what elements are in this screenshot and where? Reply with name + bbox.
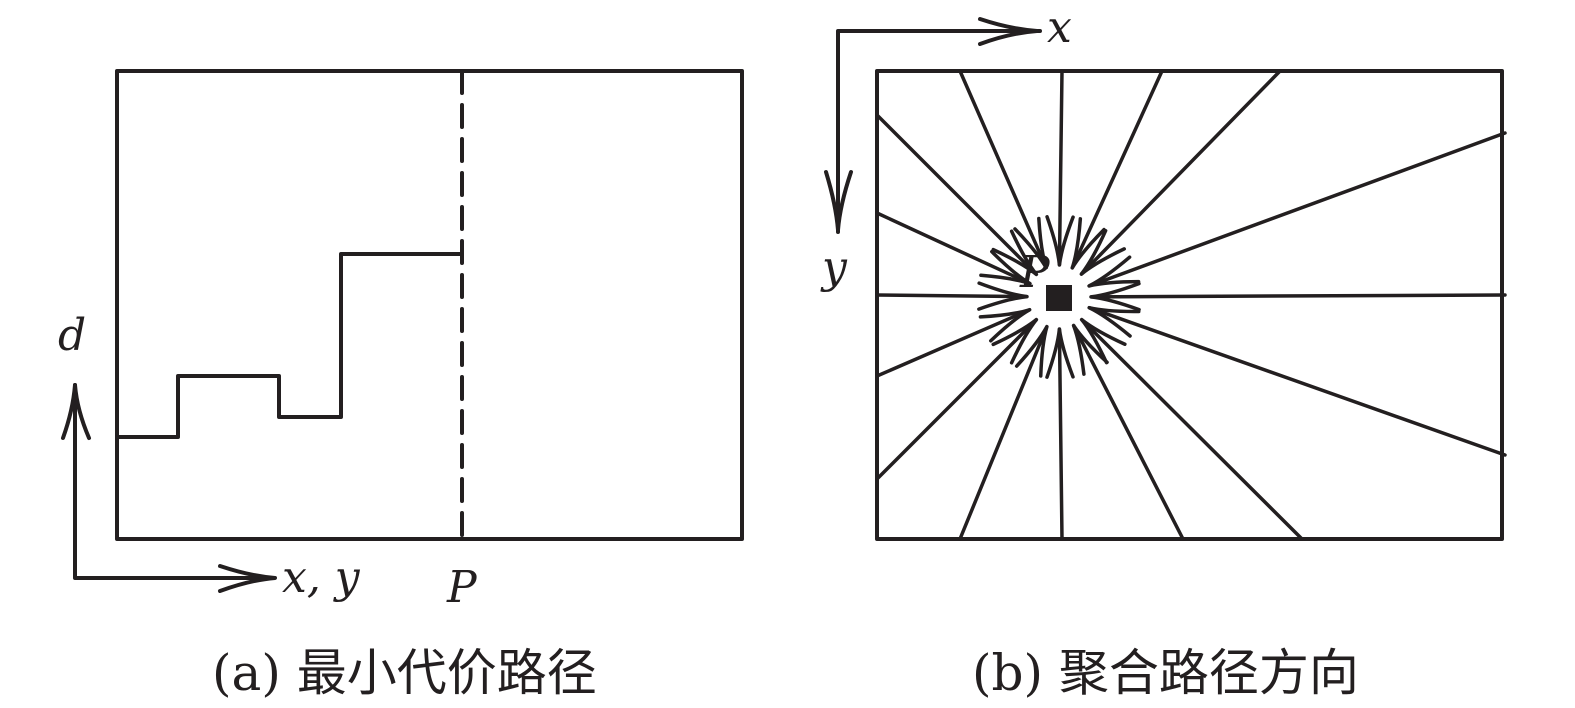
panel-b-caption: (b) 聚合路径方向 [972, 644, 1359, 702]
aggregation-ray-1 [875, 113, 1039, 277]
aggregation-ray-arrowhead-6 [1013, 216, 1048, 269]
aggregation-ray-11 [1089, 293, 1507, 299]
aggregation-ray-arrowhead-2 [979, 249, 1031, 286]
center-point-p [1046, 285, 1072, 311]
b-axis-y-arrowhead [824, 170, 853, 232]
panel-a-frame [115, 69, 744, 541]
aggregation-ray-arrowhead-16 [1080, 318, 1127, 365]
panel-a-caption: (a) 最小代价路径 [212, 644, 597, 702]
aggregation-ray-8 [1070, 69, 1164, 270]
aggregation-ray-arrowhead-11 [1090, 281, 1141, 312]
min-cost-path [115, 252, 464, 439]
aggregation-ray-16 [1079, 317, 1304, 541]
axis-up-arrowhead [61, 383, 91, 440]
aggregation-ray-15 [1071, 323, 1185, 541]
aggregation-ray-arrowhead-1 [991, 229, 1038, 276]
axis-lines [73, 383, 272, 580]
aggregation-ray-arrowhead-5 [991, 318, 1038, 365]
b-axis-x-arrowhead [978, 17, 1039, 46]
aggregation-ray-6 [958, 69, 1048, 270]
aggregation-ray-arrowhead-4 [978, 308, 1031, 343]
b-axis-lines [836, 29, 1042, 234]
panel-b-frame [875, 69, 1504, 541]
aggregation-rays [875, 69, 1507, 541]
aggregation-ray-arrowhead-15 [1071, 324, 1109, 376]
aggregation-ray-arrowhead-3 [977, 281, 1028, 311]
b-axis-y-label: y [820, 242, 848, 293]
aggregation-ray-3 [875, 293, 1029, 299]
axis-right-arrowhead [218, 564, 277, 593]
aggregation-ray-arrowhead-10 [1088, 255, 1141, 288]
aggregation-ray-arrowhead-14 [1045, 328, 1075, 379]
aggregation-ray-14 [1057, 327, 1064, 541]
axis-d-label: d [58, 310, 86, 361]
aggregation-ray-arrowhead-7 [1045, 215, 1075, 266]
aggregation-ray-arrowhead-9 [1079, 228, 1126, 276]
center-point-label: P [1019, 247, 1051, 298]
aggregation-ray-2 [875, 211, 1032, 286]
p-marker-label: P [446, 562, 478, 613]
aggregation-ray-4 [875, 307, 1032, 378]
aggregation-ray-9 [1079, 69, 1282, 276]
axis-xy-label: x, y [282, 552, 361, 603]
aggregation-ray-10 [1087, 131, 1507, 288]
panel-b: x y P (b) 聚合路径方向 [820, 2, 1507, 702]
aggregation-ray-12 [1087, 305, 1507, 457]
aggregation-ray-arrowhead-12 [1088, 305, 1141, 338]
aggregation-ray-arrowhead-13 [1014, 325, 1049, 378]
aggregation-ray-arrowhead-8 [1070, 217, 1106, 269]
aggregation-ray-13 [958, 324, 1049, 541]
panel-a: d x, y P (a) 最小代价路径 [58, 69, 744, 702]
aggregation-ray-7 [1057, 69, 1064, 267]
aggregation-ray-5 [875, 317, 1039, 481]
b-axis-x-label: x [1047, 2, 1072, 53]
